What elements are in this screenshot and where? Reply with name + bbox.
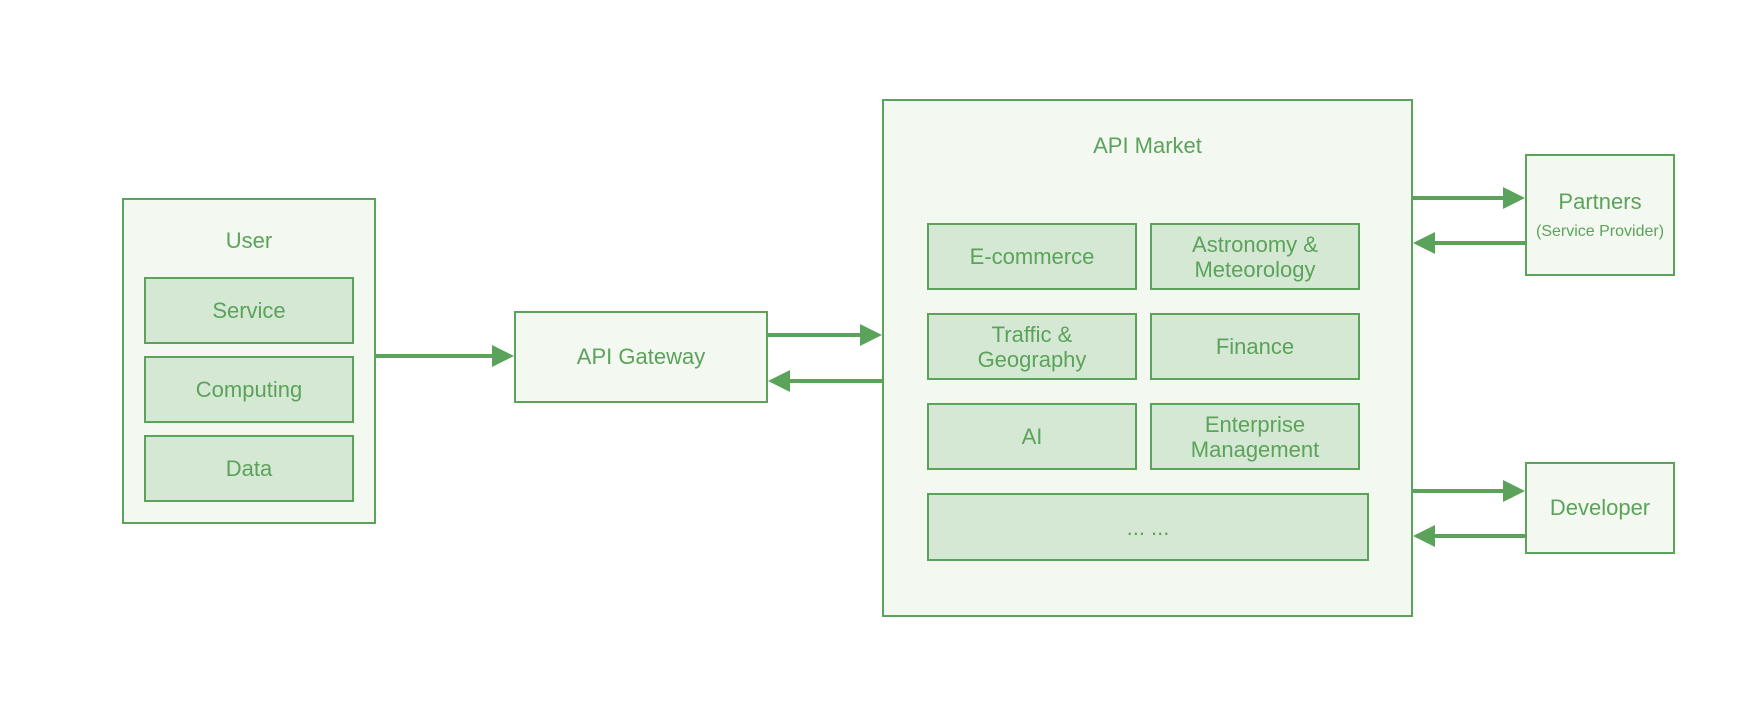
arrowhead-partners-to-market: [1413, 232, 1435, 254]
partners-label: Partners: [1558, 189, 1642, 214]
computing-box: Computing: [144, 356, 354, 423]
developer-box: Developer: [1525, 462, 1675, 554]
category-enterprise-management: Enterprise Management: [1150, 403, 1360, 470]
user-title: User: [225, 228, 273, 253]
arrowhead-user-to-gateway: [492, 345, 514, 367]
category-ecommerce: E-commerce: [927, 223, 1137, 290]
category-ai: AI: [927, 403, 1137, 470]
arrowhead-gateway-to-market: [860, 324, 882, 346]
category-more: ... ...: [927, 493, 1369, 561]
arrowhead-market-to-developer: [1503, 480, 1525, 502]
partners-sublabel: (Service Provider): [1535, 223, 1665, 240]
arrowhead-market-to-gateway: [768, 370, 790, 392]
category-astronomy-meteorology: Astronomy & Meteorology: [1150, 223, 1360, 290]
data-box: Data: [144, 435, 354, 502]
partners-box: Partners (Service Provider): [1525, 154, 1675, 276]
api-market-title: API Market: [1093, 133, 1202, 158]
arrowhead-market-to-partners: [1503, 187, 1525, 209]
service-box: Service: [144, 277, 354, 344]
arrowhead-developer-to-market: [1413, 525, 1435, 547]
api-gateway-box: API Gateway: [514, 311, 768, 403]
category-traffic-geography: Traffic & Geography: [927, 313, 1137, 380]
category-finance: Finance: [1150, 313, 1360, 380]
